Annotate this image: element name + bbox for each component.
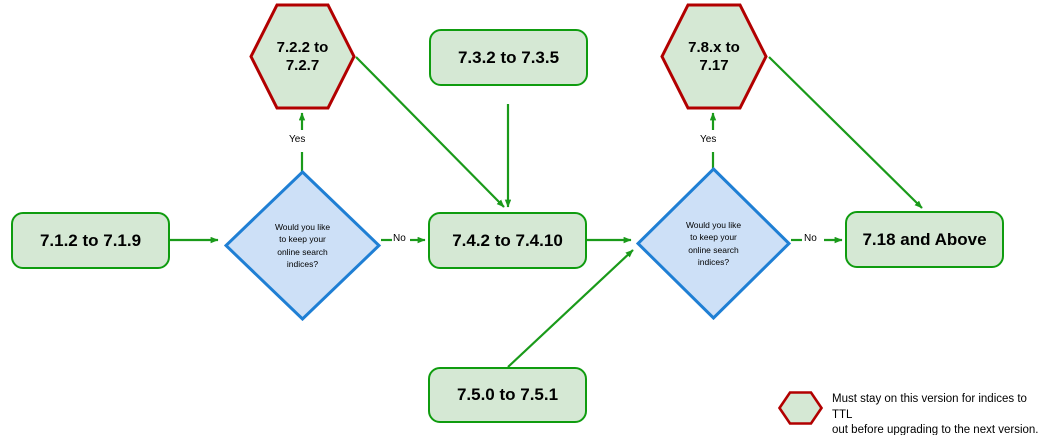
decision-keep-indices-1[interactable]: Would you like to keep your online searc… [224, 170, 381, 321]
node-7-18-and-above[interactable]: 7.18 and Above [845, 211, 1004, 268]
edge-label-no-2: No [803, 233, 818, 244]
node-7-8-x-to-7-17[interactable]: 7.8.x to 7.17 [660, 3, 768, 110]
node-7-1-2-to-7-1-9[interactable]: 7.1.2 to 7.1.9 [11, 212, 170, 269]
node-7-5-0-to-7-5-1[interactable]: 7.5.0 to 7.5.1 [428, 367, 587, 423]
node-label: 7.5.0 to 7.5.1 [456, 385, 559, 405]
edge-label-yes-2: Yes [699, 134, 718, 145]
diamond-shape [636, 167, 791, 320]
node-label: 7.1.2 to 7.1.9 [39, 230, 142, 250]
node-7-3-2-to-7-3-5[interactable]: 7.3.2 to 7.3.5 [429, 29, 588, 86]
node-7-2-2-to-7-2-7[interactable]: 7.2.2 to 7.2.7 [249, 3, 356, 110]
hexagon-shape [660, 3, 768, 110]
edge-hex78x-to-718 [768, 56, 923, 209]
node-label: 7.3.2 to 7.3.5 [457, 47, 560, 67]
legend-note: Must stay on this version for indices to… [832, 393, 1039, 435]
decision-keep-indices-2[interactable]: Would you like to keep your online searc… [636, 167, 791, 320]
legend-hexagon-swatch [778, 391, 823, 425]
hexagon-shape [249, 3, 356, 110]
node-label: 7.4.2 to 7.4.10 [452, 230, 563, 250]
node-label: 7.18 and Above [862, 229, 987, 249]
node-7-4-2-to-7-4-10[interactable]: 7.4.2 to 7.4.10 [428, 212, 587, 269]
hexagon-shape [778, 391, 823, 425]
edge-label-no-1: No [392, 233, 407, 244]
edge-label-yes-1: Yes [288, 134, 307, 145]
diamond-shape [224, 170, 381, 321]
